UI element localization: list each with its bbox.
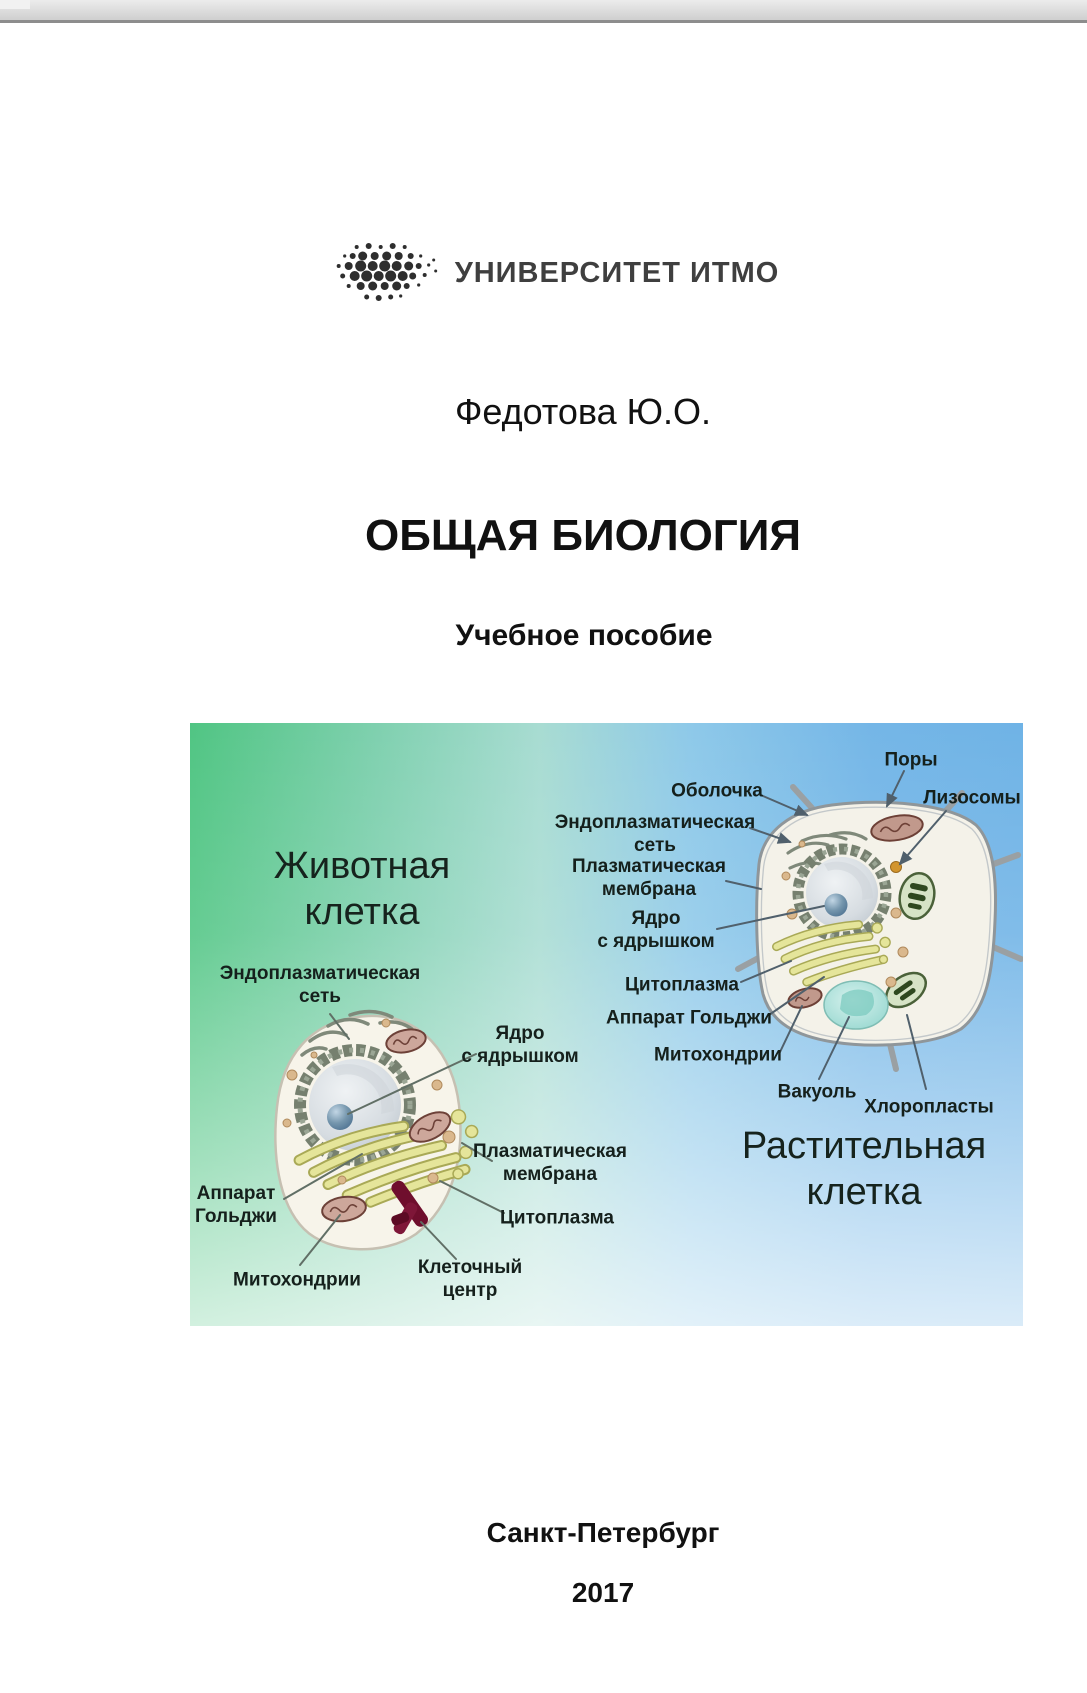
label-plant-membrane: Плазматическая мембрана (572, 856, 726, 900)
plant-cell-title: Растительная клетка (741, 1125, 987, 1213)
plant-vacuole (823, 980, 889, 1030)
label-plant-er: Эндоплазматическая сеть (554, 812, 756, 856)
label-plant-mitochondria: Митохондрии (654, 1044, 782, 1066)
author-name: Федотова Ю.О. (454, 391, 712, 432)
plant-leader-lines (716, 770, 947, 1090)
animal-mitochondrion-3 (321, 1195, 367, 1223)
animal-mitochondrion-2 (408, 1111, 452, 1143)
animal-nucleolus (327, 1104, 353, 1130)
label-plant-chloroplasts: Хлоропласты (864, 1096, 994, 1118)
plant-plasma-membrane (760, 806, 992, 1041)
viewer-top-tab (0, 0, 30, 9)
animal-er (300, 1009, 423, 1057)
plant-cell-art (716, 770, 1023, 1090)
animal-vesicles (282, 1018, 456, 1185)
plant-chloroplast-1 (898, 871, 936, 921)
cell-diagram-art (274, 770, 1023, 1266)
viewer-top-bar (0, 0, 1087, 23)
label-animal-cell-center: Клеточный центр (417, 1257, 523, 1301)
label-plant-pores: Поры (884, 749, 938, 771)
plant-vesicles (781, 840, 909, 988)
label-plant-golgi: Аппарат Гольджи (606, 1007, 772, 1029)
university-name: УНИВЕРСИТЕТ ИТМО (454, 256, 780, 289)
label-animal-golgi: Аппарат Гольджи (195, 1183, 277, 1227)
book-title: ОБЩАЯ БИОЛОГИЯ (365, 511, 801, 560)
animal-leader-lines (283, 1013, 505, 1266)
publication-city: Санкт-Петербург (486, 1517, 720, 1548)
itmo-dots-icon (336, 243, 438, 301)
label-plant-nucleus: Ядро с ядрышком (597, 908, 715, 952)
label-animal-membrane: Плазматическая мембрана (473, 1141, 627, 1185)
label-animal-er: Эндоплазматическая сеть (219, 963, 421, 1007)
animal-mitochondrion-1 (385, 1028, 427, 1054)
plant-mitochondrion-1 (870, 814, 924, 842)
animal-cell-art (274, 1009, 505, 1266)
label-plant-lysosomes: Лизосомы (923, 787, 1021, 809)
document-page: УНИВЕРСИТЕТ ИТМО Федотова Ю.О. ОБЩАЯ БИО… (0, 23, 1087, 1693)
label-animal-nucleus: Ядро с ядрышком (461, 1023, 579, 1067)
cell-diagram-figure: Животная клетка Растительная клетка Эндо… (190, 723, 1023, 1326)
book-subtitle: Учебное пособие (455, 619, 713, 652)
label-plant-wall: Оболочка (671, 780, 763, 802)
plant-nucleolus (824, 893, 848, 917)
label-plant-cytoplasm: Цитоплазма (625, 974, 739, 996)
label-animal-mitochondria: Митохондрии (233, 1269, 361, 1291)
animal-cell-title: Животная клетка (273, 845, 451, 933)
label-animal-cytoplasm: Цитоплазма (500, 1207, 614, 1229)
label-plant-vacuole: Вакуоль (777, 1081, 857, 1103)
university-logo: УНИВЕРСИТЕТ ИТМО (335, 241, 780, 305)
publication-year: 2017 (571, 1577, 635, 1608)
plant-golgi (772, 920, 891, 987)
animal-golgi (293, 1109, 479, 1208)
animal-cell-center (391, 1180, 428, 1235)
